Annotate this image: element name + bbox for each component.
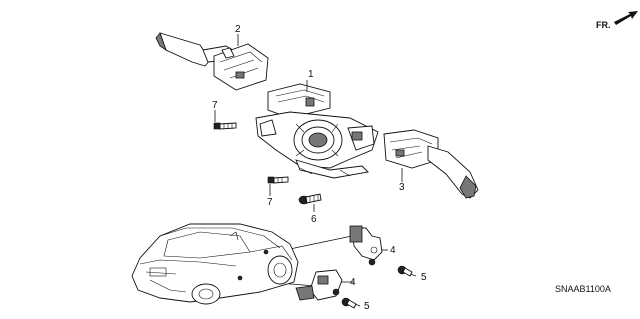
callout-1: 1 — [308, 69, 314, 80]
part-6-bolt — [298, 193, 322, 205]
part-4-sensor-lower — [295, 269, 343, 301]
callout-2: 2 — [235, 24, 241, 35]
part-5-bolt-lower — [341, 297, 357, 309]
callout-5-lower: 5 — [364, 301, 370, 312]
vehicle-location-illustration — [131, 223, 299, 305]
part-7-screw-upper — [213, 122, 237, 130]
callout-3: 3 — [399, 182, 405, 193]
part-5-bolt-upper — [397, 265, 413, 277]
diagram-code: SNAAB1100A — [555, 284, 611, 294]
front-arrow-icon — [614, 11, 638, 25]
callout-7-lower: 7 — [267, 197, 273, 208]
part-4-sensor-upper — [349, 225, 383, 266]
part-3-lever-switch — [383, 129, 479, 199]
callout-4-upper: 4 — [390, 245, 396, 256]
front-direction-label: FR. — [596, 20, 611, 30]
callout-6: 6 — [311, 214, 317, 225]
front-direction-indicator: FR. — [596, 11, 638, 30]
callout-4-lower: 4 — [350, 277, 356, 288]
part-7-screw-lower — [267, 176, 289, 184]
part-2-lever-switch — [155, 32, 269, 91]
callout-7-upper: 7 — [212, 100, 218, 111]
callout-5-upper: 5 — [421, 272, 427, 283]
part-1-combination-switch-body — [255, 83, 379, 179]
